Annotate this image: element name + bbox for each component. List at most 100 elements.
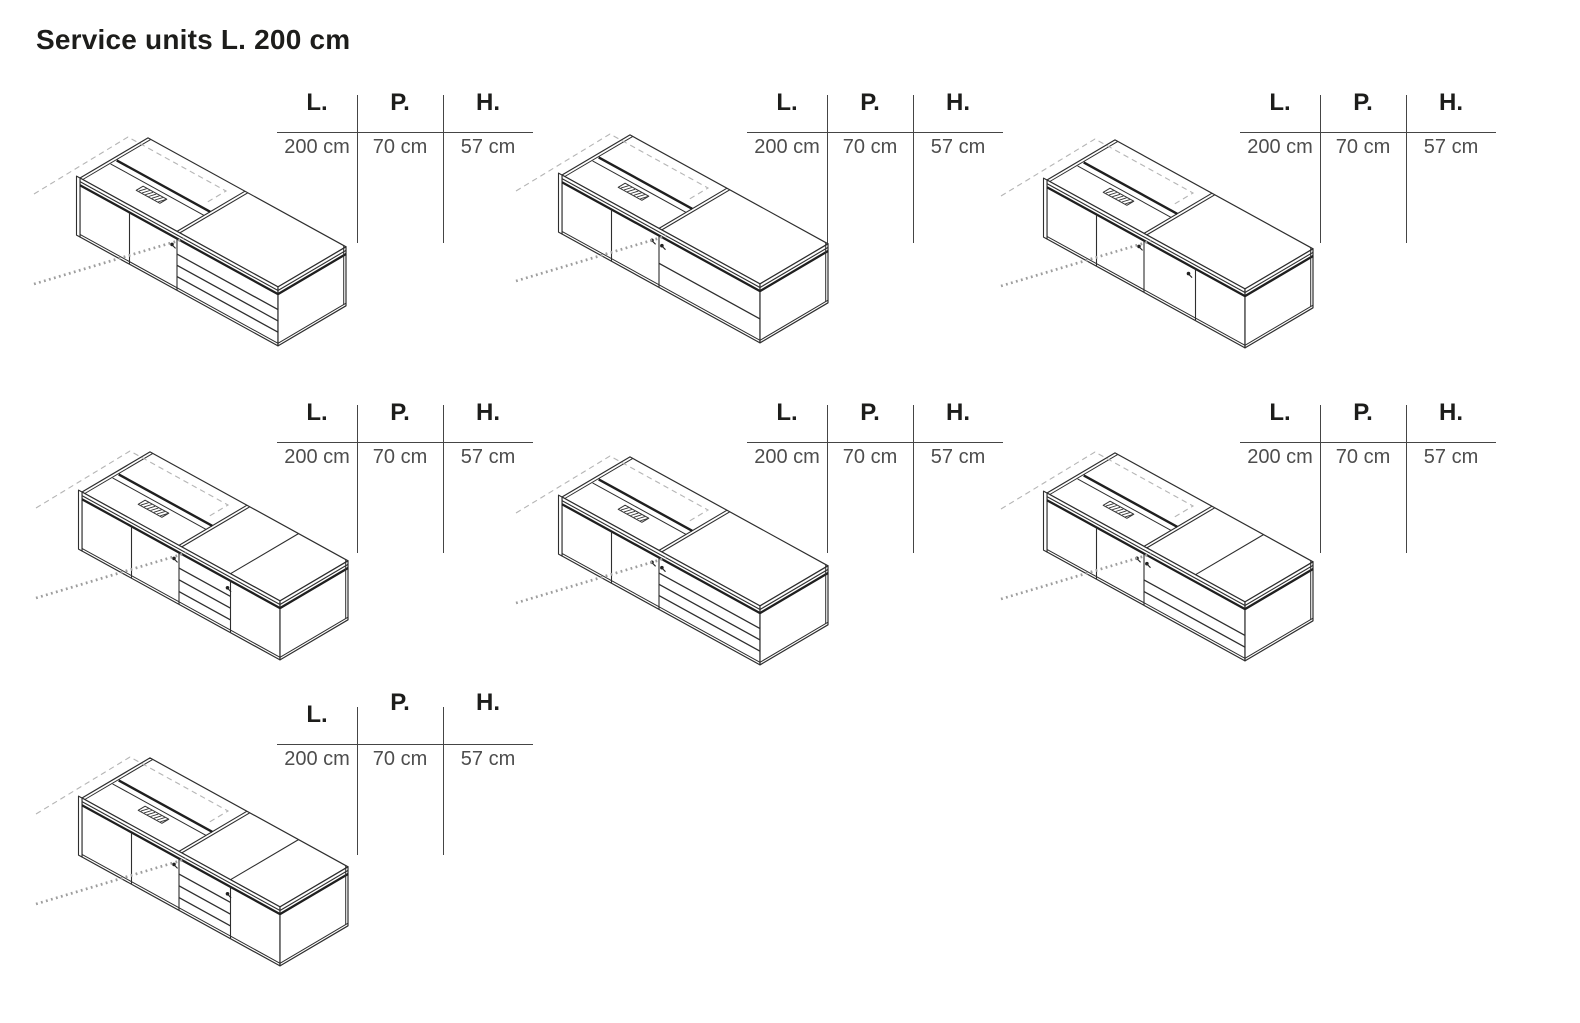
keyhole-icon — [1137, 244, 1141, 249]
keyhole-icon — [1186, 271, 1191, 276]
top-handle — [1102, 187, 1135, 206]
dim-header-p: P. — [860, 89, 880, 116]
keyhole-icon — [172, 556, 176, 561]
top-handle — [137, 805, 170, 824]
unit-drawing-7 — [35, 756, 349, 967]
dim-header-l: L. — [776, 399, 798, 426]
top-handle — [135, 185, 168, 204]
desk-outline-dashed — [33, 136, 228, 286]
dim-value-l: 200 cm — [1247, 136, 1313, 158]
unit-drawing-4 — [35, 450, 349, 661]
header-rule — [747, 132, 1003, 133]
column-separator — [1320, 95, 1321, 243]
dim-header-h: H. — [1439, 399, 1463, 426]
dim-value-h: 57 cm — [1423, 136, 1479, 158]
unit-drawing-5 — [515, 455, 829, 666]
dim-value-l: 200 cm — [754, 446, 820, 468]
dim-value-p: 70 cm — [372, 446, 428, 468]
dim-header-p: P. — [860, 399, 880, 426]
header-rule — [747, 442, 1003, 443]
column-separator — [1406, 405, 1407, 553]
unit-drawing-1 — [33, 136, 347, 347]
dim-header-h: H. — [476, 89, 500, 116]
dim-value-p: 70 cm — [1335, 446, 1391, 468]
dim-value-h: 57 cm — [460, 446, 516, 468]
dim-header-l: L. — [306, 399, 328, 426]
dimensions-table: L. P. H. 200 cm 70 cm 57 cm — [277, 398, 533, 570]
dim-value-l: 200 cm — [284, 136, 350, 158]
column-separator — [357, 95, 358, 243]
dim-header-h: H. — [946, 89, 970, 116]
dim-value-l: 200 cm — [284, 446, 350, 468]
dim-header-h: H. — [1439, 89, 1463, 116]
dim-header-p: P. — [390, 89, 410, 116]
keyhole-icon — [225, 586, 230, 590]
desk-outline-dashed — [35, 756, 230, 906]
dim-header-h: H. — [946, 399, 970, 426]
desk-outline-dashed — [1000, 451, 1195, 601]
unit-drawing-6 — [1000, 451, 1314, 662]
dim-value-p: 70 cm — [842, 446, 898, 468]
keyhole-icon — [225, 892, 230, 896]
header-rule — [1240, 132, 1496, 133]
top-handle — [617, 504, 650, 523]
column-separator — [1406, 95, 1407, 243]
dimensions-table: L. P. H. 200 cm 70 cm 57 cm — [1240, 398, 1496, 570]
dimensions-table: L. P. H. 200 cm 70 cm 57 cm — [747, 398, 1003, 570]
page-title: Service units L. 200 cm — [36, 24, 351, 55]
column-separator — [1320, 405, 1321, 553]
column-separator — [827, 405, 828, 553]
top-handle — [1102, 500, 1135, 519]
dim-value-h: 57 cm — [460, 136, 516, 158]
dim-header-l: L. — [776, 89, 798, 116]
column-separator — [357, 405, 358, 553]
keyhole-icon — [1145, 561, 1149, 566]
dim-header-l: L. — [1269, 89, 1291, 116]
cabinet — [1042, 139, 1314, 349]
header-rule — [277, 442, 533, 443]
column-separator — [913, 405, 914, 553]
dim-value-h: 57 cm — [930, 446, 986, 468]
cabinet — [557, 134, 829, 344]
column-separator — [827, 95, 828, 243]
dim-value-l: 200 cm — [1247, 446, 1313, 468]
column-separator — [357, 707, 358, 855]
desk-outline-dashed — [515, 455, 710, 605]
cabinet — [1042, 452, 1314, 662]
dim-header-p: P. — [1353, 399, 1373, 426]
dim-value-h: 57 cm — [1423, 446, 1479, 468]
cabinet — [75, 137, 347, 347]
dim-value-p: 70 cm — [1335, 136, 1391, 158]
header-rule — [1240, 442, 1496, 443]
column-separator — [443, 405, 444, 553]
cabinet — [557, 456, 829, 666]
cabinet — [77, 451, 349, 661]
dim-header-h: H. — [476, 689, 500, 716]
desk-outline-dashed — [515, 133, 710, 283]
dim-header-p: P. — [1353, 89, 1373, 116]
dim-header-l: L. — [1269, 399, 1291, 426]
dim-value-p: 70 cm — [372, 748, 428, 770]
dim-header-p: P. — [390, 689, 410, 716]
dim-value-p: 70 cm — [842, 136, 898, 158]
keyhole-icon — [660, 243, 664, 248]
unit-drawing-2 — [515, 133, 829, 344]
keyhole-icon — [170, 242, 174, 247]
header-rule — [277, 744, 533, 745]
dimensions-table: L. P. H. 200 cm 70 cm 57 cm — [1240, 88, 1496, 260]
dim-header-p: P. — [390, 399, 410, 426]
desk-outline-dashed — [35, 450, 230, 600]
top-handle — [617, 182, 650, 201]
dim-header-h: H. — [476, 399, 500, 426]
dim-value-l: 200 cm — [284, 748, 350, 770]
dim-value-p: 70 cm — [372, 136, 428, 158]
desk-outline-dashed — [1000, 138, 1195, 288]
top-handle — [137, 499, 170, 518]
column-separator — [443, 95, 444, 243]
column-separator — [443, 707, 444, 855]
